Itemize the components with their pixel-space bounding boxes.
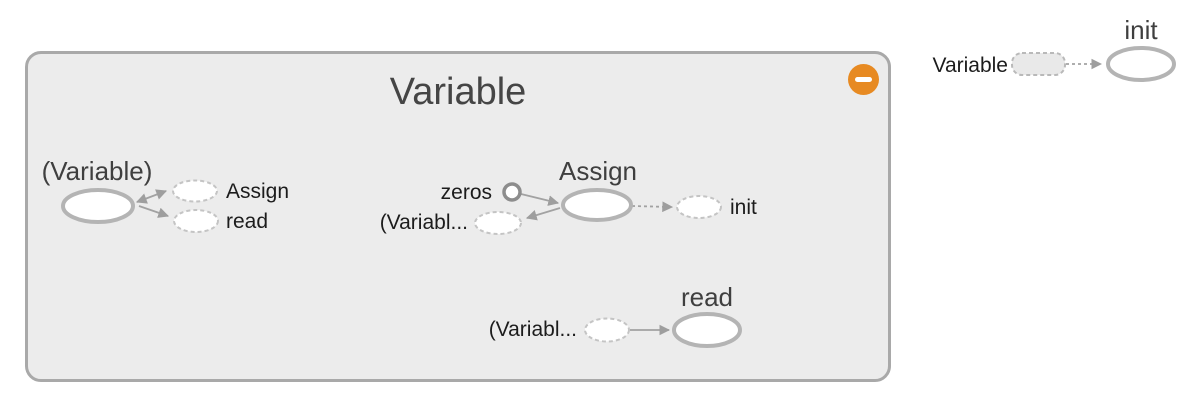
node-label-assign: Assign [558,156,638,186]
group-title: Variable [389,71,527,113]
variable-input-assign-ellipse[interactable] [474,211,522,235]
node-label-read: read [680,282,734,312]
annotation-label-zeros: zeros [440,181,492,204]
edge-variable-assign-ref [135,189,168,204]
minus-icon [855,77,872,82]
node-label-init-aux: init [1124,15,1158,45]
annotation-label-read-ref: read [226,210,269,233]
variable-group-node[interactable] [25,51,891,382]
variable-input-read-ellipse[interactable] [584,317,630,343]
edge-assign-variable-input [525,207,561,221]
edge-zeros-assign [520,193,560,206]
assign-ref-ellipse[interactable] [172,179,218,203]
annotation-label-variable-input-assign: (Variabl... [379,211,468,234]
zeros-const-circle[interactable] [502,182,522,202]
assign-node-ellipse[interactable] [561,188,633,222]
node-label-variable-internal: (Variable) [41,156,153,186]
collapse-button[interactable] [848,64,879,95]
read-ref-ellipse[interactable] [173,209,219,233]
annotation-label-variable-input-read: (Variabl... [488,318,577,341]
annotation-label-assign-ref: Assign [226,180,290,203]
annotation-label-init-ref: init [730,196,757,219]
edge-variable-read-ref [138,205,170,218]
read-node-ellipse[interactable] [672,312,742,348]
variable-ref-rect[interactable] [1011,52,1066,76]
edge-assign-init-ref [631,201,674,213]
init-aux-node-ellipse[interactable] [1106,46,1176,82]
annotation-label-variable-ref-aux: Variable [932,54,1009,77]
variable-internal-node-ellipse[interactable] [61,188,135,224]
init-ref-ellipse[interactable] [676,195,722,219]
